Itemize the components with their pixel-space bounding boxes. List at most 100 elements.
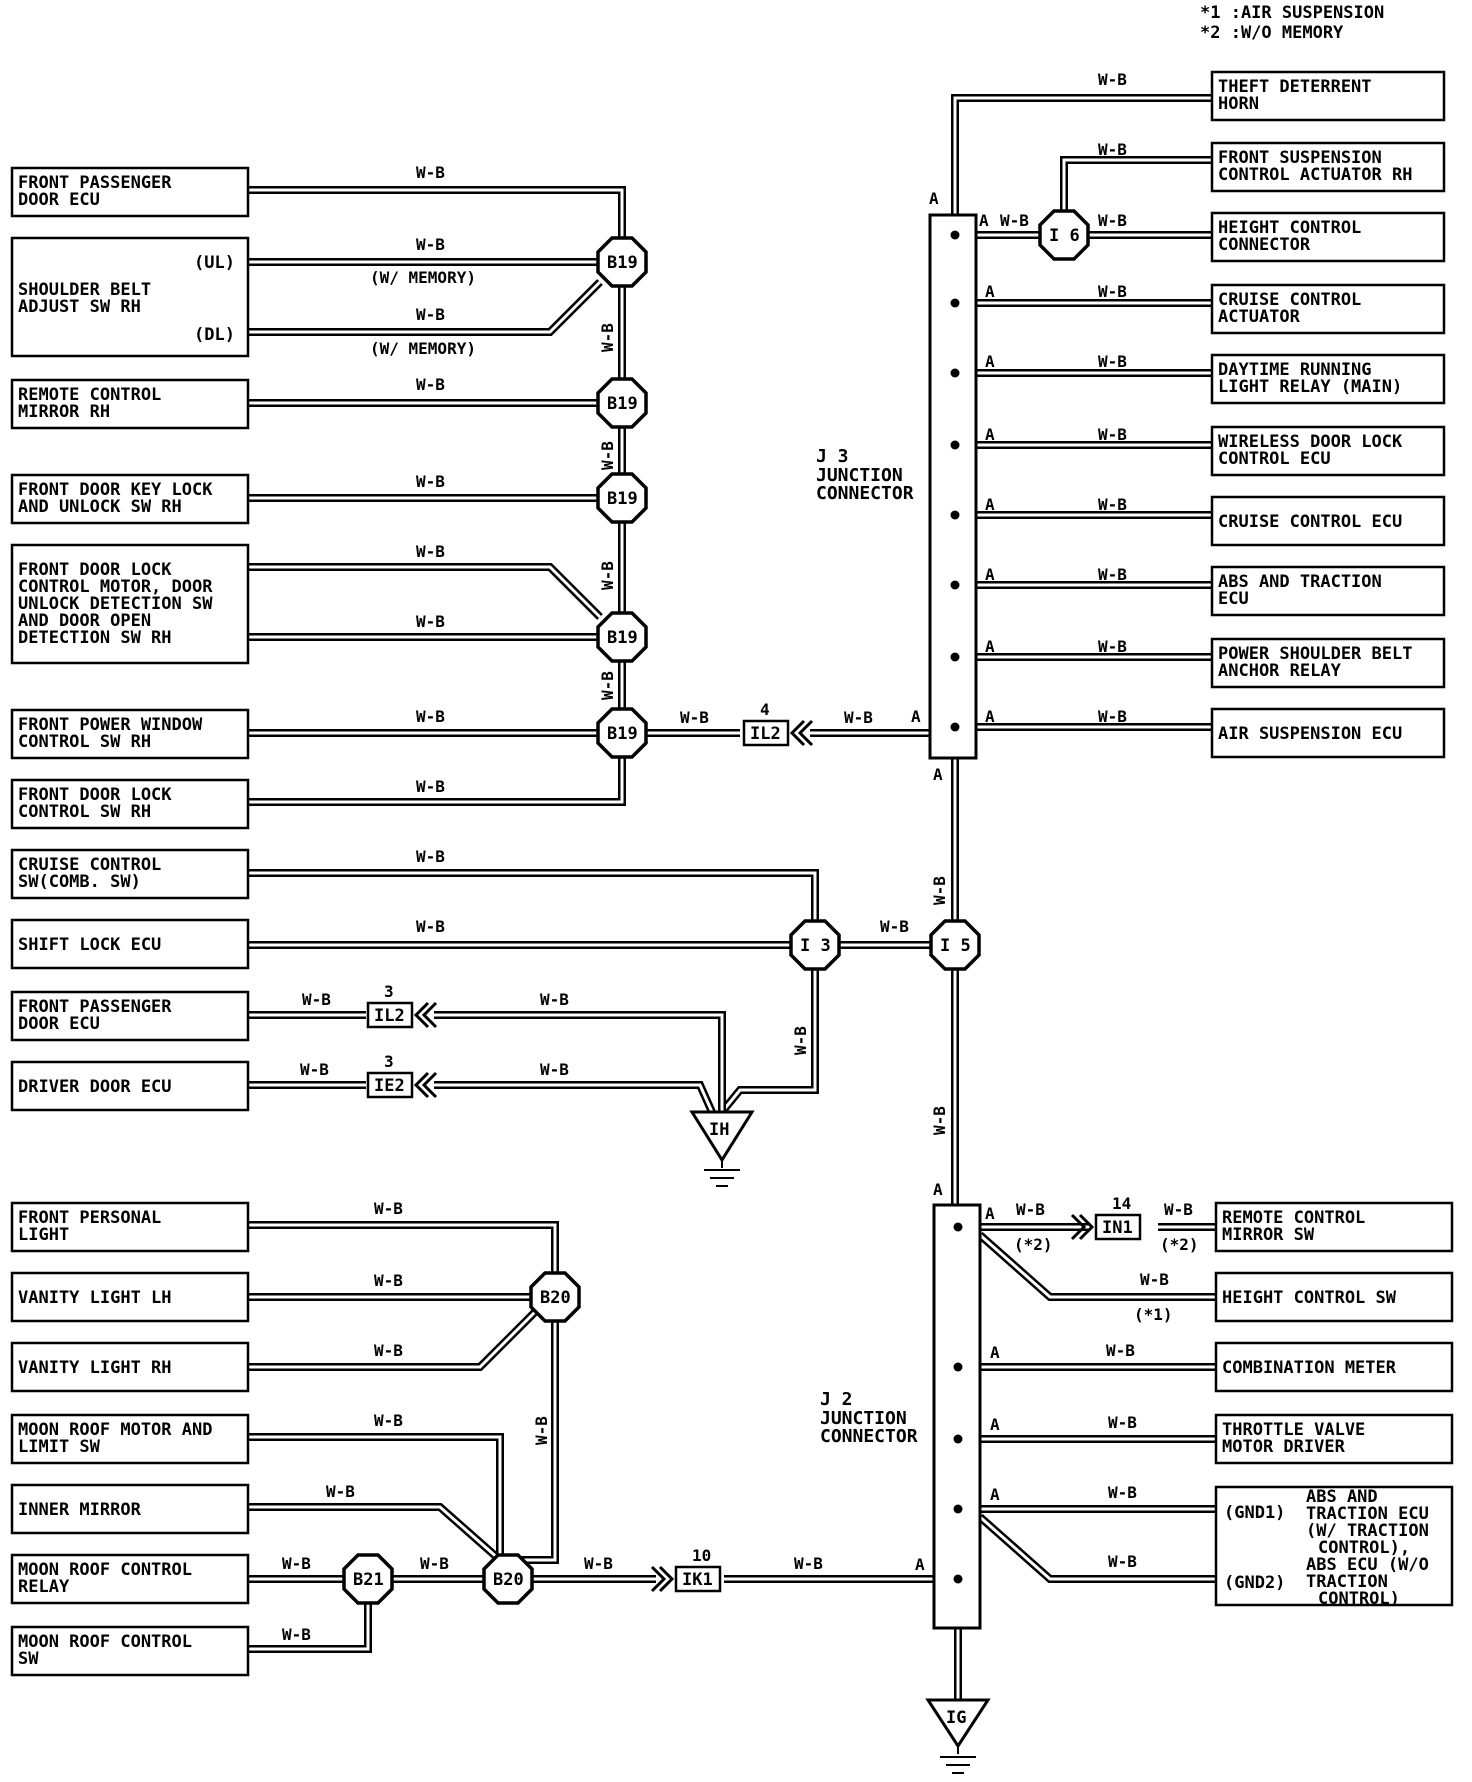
lbl-fpw-1: CONTROL SW RH [18, 732, 151, 752]
wire-color-label: W-B [1108, 1413, 1137, 1432]
wire-color-label: W-B [416, 777, 445, 796]
splice-i3-label: I 3 [800, 936, 831, 956]
rlbl-abs-3: CONTROL), [1318, 1538, 1410, 1558]
pin-a-label: A [990, 1485, 1000, 1504]
rlbl-th-1: HORN [1218, 94, 1259, 114]
pin-a-label: A [985, 1204, 995, 1223]
pin-a-label: A [911, 707, 921, 726]
splice-b19-5 [596, 707, 648, 759]
conn-in1-label: IN1 [1102, 1218, 1133, 1238]
j2-junction-bar [932, 1203, 982, 1630]
box-shoulder-belt-adjust-sw-rh [10, 236, 250, 358]
conn-in1 [1070, 1213, 1142, 1241]
box-height-connector [1210, 211, 1446, 263]
wire-58 [248, 869, 819, 921]
lbl-fpde2-0: FRONT PASSENGER [18, 997, 172, 1017]
rlbl-th-0: THEFT DETERRENT [1218, 77, 1372, 97]
annot-w-memory-2: (W/ MEMORY) [370, 339, 476, 358]
box-height-sw [1214, 1271, 1454, 1323]
wire-color-label: W-B [680, 708, 709, 727]
conn-ie2 [366, 1071, 438, 1099]
j2-label-2: JUNCTION [820, 1408, 907, 1429]
wire-color-label: W-B [374, 1411, 403, 1430]
wire-color-label: W-B [540, 1060, 569, 1079]
wire-color-label: W-B [1016, 1200, 1045, 1219]
box-daytime-relay [1210, 353, 1446, 405]
lbl-ccs-0: CRUISE CONTROL [18, 855, 161, 875]
rlbl-gnd2: (GND2) [1224, 1573, 1285, 1593]
splice-b21-label: B21 [353, 1570, 384, 1590]
wire-core-91 [248, 1603, 370, 1651]
junction-dot [953, 1222, 963, 1232]
wire-color-label: W-B [880, 917, 909, 936]
wire-32 [248, 186, 626, 238]
junction-dot [950, 230, 960, 240]
ground-ih-label: IH [709, 1120, 729, 1140]
wire-color-label: W-B [1098, 70, 1127, 89]
pin-a-label: A [990, 1415, 1000, 1434]
splice-b19-2-label: B19 [607, 394, 638, 414]
conn-in1-pin: 14 [1112, 1194, 1131, 1213]
wire-color-label: W-B [1098, 637, 1127, 656]
splice-b19-5-label: B19 [607, 724, 638, 744]
splice-b20-top [529, 1271, 581, 1323]
lbl-fdlm-2: UNLOCK DETECTION SW [18, 594, 213, 614]
junction-dot [953, 1434, 963, 1444]
rlbl-wl-1: CONTROL ECU [1218, 449, 1331, 469]
rlbl-ase-0: AIR SUSPENSION ECU [1218, 724, 1402, 744]
pin-a-label: A [985, 495, 995, 514]
wire-color-label: W-B [1098, 352, 1127, 371]
pin-a-label: A [985, 637, 995, 656]
box-moon-roof-relay [10, 1553, 250, 1605]
right-labels: THEFT DETERRENT HORN FRONT SUSPENSION CO… [1218, 77, 1429, 1609]
box-throttle-valve [1214, 1413, 1454, 1465]
wire-core-65 [720, 969, 817, 1113]
box-inner-mirror [10, 1483, 250, 1535]
lbl-fpde1-0: FRONT PASSENGER [18, 173, 172, 193]
splice-b19-1 [596, 236, 648, 288]
wire-color-label: W-B [1106, 1341, 1135, 1360]
rlbl-abs-1: TRACTION ECU [1306, 1504, 1429, 1524]
box-driver-door-ecu [10, 1060, 250, 1112]
pin-a-label: A [985, 352, 995, 371]
box-abs-ecu-group [1214, 1485, 1454, 1607]
conn-il2-mid-label: IL2 [374, 1006, 405, 1026]
wire-color-label: W-B [374, 1341, 403, 1360]
wire-color-label: W-B [282, 1554, 311, 1573]
lbl-fdlm-3: AND DOOR OPEN [18, 611, 151, 631]
rlbl-hc-0: HEIGHT CONTROL [1218, 218, 1361, 238]
j3-junction-bar [928, 213, 978, 760]
lbl-dde-0: DRIVER DOOR ECU [18, 1077, 172, 1097]
splice-i5-label: I 5 [940, 936, 971, 956]
wire-color-label: W-B [1108, 1483, 1137, 1502]
wire-color-label: W-B [1098, 425, 1127, 444]
wire-color-label: W-B [598, 561, 617, 590]
annot-star1: (*1) [1134, 1305, 1173, 1324]
junction-dot [953, 1574, 963, 1584]
box-front-door-lock-motor [10, 543, 250, 665]
rlbl-ca-1: ACTUATOR [1218, 307, 1301, 327]
wire-labels: W-B W-B W-B W-B W-B W-B W-B W-B W-B W-B W-B W-B W-B W… [282, 70, 1199, 1644]
conn-il2-top-pin: 4 [760, 700, 770, 719]
lbl-mrm-1: LIMIT SW [18, 1437, 101, 1457]
splice-b21 [342, 1553, 394, 1605]
pin-a-label: A [979, 211, 989, 230]
rlbl-ce-0: CRUISE CONTROL ECU [1218, 512, 1402, 532]
box-abs-traction [1210, 565, 1446, 617]
splice-b19-3-label: B19 [607, 489, 638, 509]
rlbl-fs-0: FRONT SUSPENSION [1218, 148, 1382, 168]
wire-color-label: W-B [598, 323, 617, 352]
wire-74 [248, 1221, 559, 1276]
wire-core-59 [248, 871, 817, 921]
wire-color-label: W-B [598, 671, 617, 700]
lbl-mrs-1: SW [18, 1649, 39, 1669]
lbl-fdkl-1: AND UNLOCK SW RH [18, 497, 182, 517]
rlbl-ps-0: POWER SHOULDER BELT [1218, 644, 1412, 664]
box-cruise-control-sw [10, 848, 250, 900]
annot-star2-1: (*2) [1014, 1235, 1053, 1254]
wire-color-label: W-B [1000, 211, 1029, 230]
lbl-mrm-0: MOON ROOF MOTOR AND [18, 1420, 212, 1440]
wire-color-label: W-B [374, 1199, 403, 1218]
